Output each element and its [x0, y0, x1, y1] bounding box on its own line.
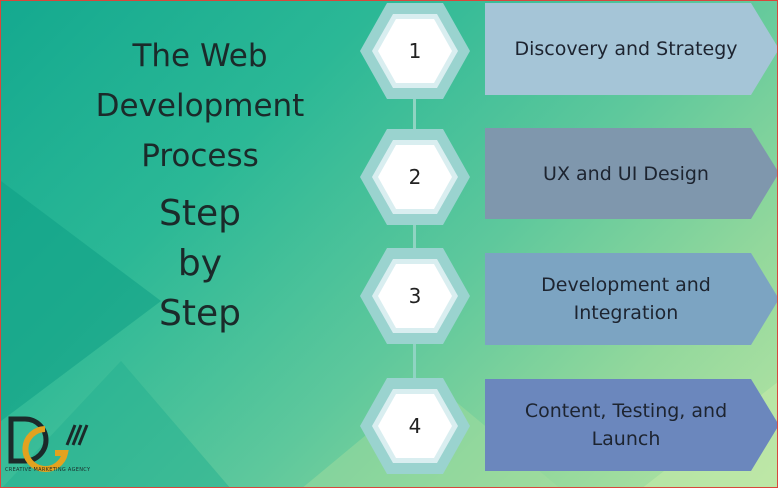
- step-2-banner: UX and UI Design: [485, 128, 777, 219]
- title-line-2: Development: [95, 88, 305, 124]
- title-line-3: Process: [141, 138, 259, 174]
- step-4-label-line-1: Content, Testing, and: [524, 400, 728, 422]
- logo-caption: CREATIVE MARKETING AGENCY: [5, 467, 91, 473]
- subtitle-line-3: Step: [159, 293, 241, 334]
- step-connector-line: [413, 61, 416, 431]
- subtitle-line-2: by: [177, 243, 223, 284]
- step-1-number: 1: [408, 39, 422, 63]
- step-2-hexagon: 2: [358, 127, 472, 227]
- step-3-hexagon: 3: [358, 246, 472, 346]
- step-4-number: 4: [408, 414, 422, 438]
- step-2-number: 2: [408, 165, 422, 189]
- step-1-label: Discovery and Strategy: [485, 3, 767, 95]
- step-3-number: 3: [408, 284, 422, 308]
- step-4-hexagon: 4: [358, 376, 472, 476]
- step-4-label: Content, Testing, and Launch: [485, 379, 767, 471]
- step-4-banner: Content, Testing, and Launch: [485, 379, 777, 471]
- step-3-label-line-2: Integration: [573, 302, 679, 324]
- step-1-label-line-1: Discovery and Strategy: [514, 38, 738, 60]
- step-1-banner: Discovery and Strategy: [485, 3, 777, 95]
- step-4-label-line-2: Launch: [591, 428, 661, 450]
- agency-logo: [8, 416, 89, 472]
- subtitle-line-1: Step: [159, 193, 241, 234]
- title-line-1: The Web: [132, 38, 268, 74]
- step-2-label: UX and UI Design: [485, 128, 767, 219]
- step-3-label: Development and Integration: [485, 253, 767, 345]
- step-2-label-line-1: UX and UI Design: [543, 162, 709, 185]
- step-3-label-line-1: Development and: [541, 274, 711, 296]
- title-block: The Web Development Process Step by Step: [61, 31, 339, 339]
- step-3-banner: Development and Integration: [485, 253, 777, 345]
- step-1-hexagon: 1: [358, 1, 472, 101]
- subtitle: Step by Step: [61, 189, 339, 339]
